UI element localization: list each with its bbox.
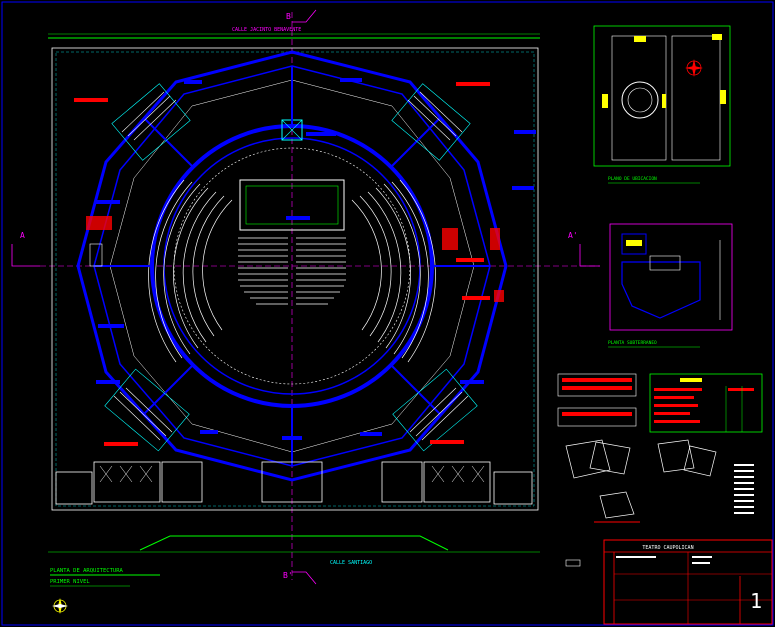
key-plan-2 (657, 439, 717, 477)
side-seating-right (351, 179, 436, 363)
section-b-top-label: B (286, 12, 291, 21)
legend-table-left (557, 373, 637, 427)
compass-location-icon (685, 59, 703, 77)
plan-title-line1: PLANTA DE ARQUITECTURA (50, 568, 124, 574)
scale-bar (565, 559, 581, 567)
plan-title-line2: PRIMER NIVEL (50, 579, 90, 585)
basement-plan-label: PLANTA SUBTERRANEO (608, 340, 657, 346)
street-label-top: CALLE JACINTO BENAVENTE (232, 27, 301, 33)
stage-area (239, 179, 345, 231)
door-symbols (99, 465, 485, 483)
property-boundary (51, 47, 539, 511)
central-seating (238, 237, 346, 305)
room-labels (74, 78, 536, 446)
street-line-bottom (139, 535, 449, 551)
stair-block-sw (104, 368, 190, 452)
legend-table-right (649, 373, 763, 433)
title-block (603, 539, 773, 625)
compass-rose-icon (52, 598, 68, 614)
basement-plan (609, 223, 733, 331)
lower-rooms (55, 461, 533, 505)
street-label-bottom: CALLE SANTIAGO (330, 560, 372, 566)
notes-column (734, 464, 754, 514)
stair-block-se (392, 368, 478, 452)
key-plan-1 (565, 439, 631, 479)
side-seating-left (148, 179, 233, 363)
project-title: TEATRO CAUPOLICAN (642, 545, 693, 551)
stair-block-nw (111, 83, 191, 161)
section-a-left-label: A (20, 231, 25, 240)
section-a-right-label: A' (568, 231, 578, 240)
section-b-bottom-label: B' (283, 571, 293, 580)
key-plan-3 (594, 491, 640, 523)
location-plan (593, 25, 731, 167)
location-plan-label: PLANO DE UBICACION (608, 176, 657, 182)
sheet-number: 1 (750, 589, 762, 613)
stair-block-ne (391, 83, 471, 161)
